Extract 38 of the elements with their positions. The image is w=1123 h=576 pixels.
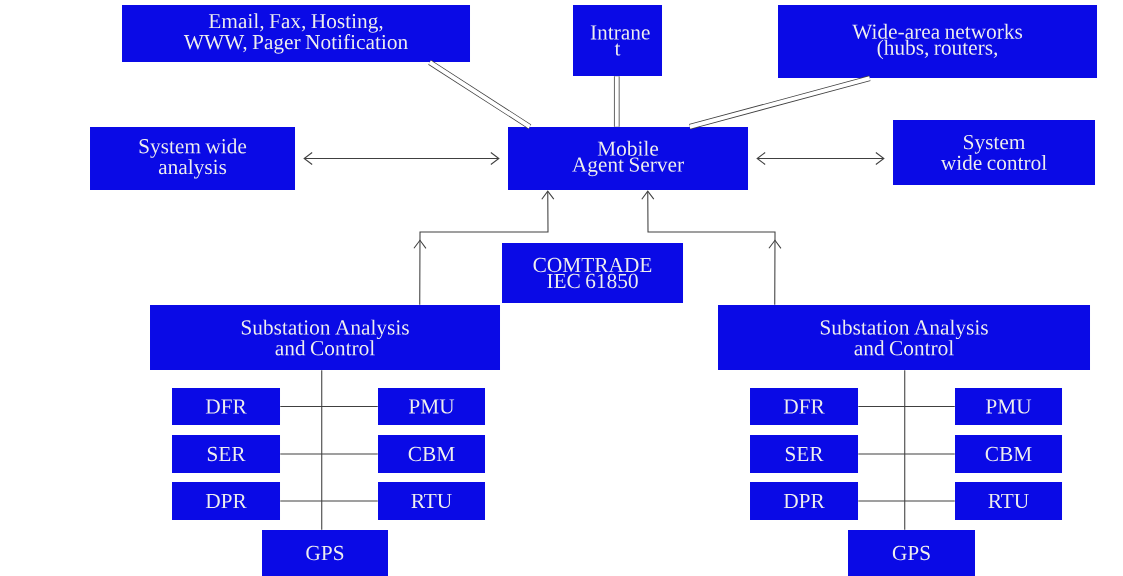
process-box: System wide control: [893, 120, 1095, 185]
process-box: Substation Analysis and Control: [150, 305, 500, 370]
connector-line: [857, 405, 956, 408]
device-box: SER: [750, 435, 858, 473]
device-box: DPR: [750, 482, 858, 520]
process-box: Email, Fax, Hosting, WWW, Pager Notification: [122, 5, 470, 62]
device-box: DFR: [172, 388, 280, 425]
process-box: Intrane t: [573, 5, 662, 76]
device-box: GPS: [262, 530, 388, 576]
arrow: [303, 151, 500, 166]
device-box: CBM: [378, 435, 485, 473]
device-box: DPR: [172, 482, 280, 520]
arrow: [756, 151, 885, 166]
connector-line: [279, 500, 379, 502]
arrow: [413, 190, 555, 306]
device-box: PMU: [378, 388, 485, 425]
device-box: DFR: [750, 388, 858, 425]
device-box: GPS: [848, 530, 975, 576]
connector-line: [904, 369, 906, 531]
process-box: System wide analysis: [90, 127, 295, 190]
connector-line: [857, 500, 956, 502]
device-box: CBM: [955, 435, 1062, 473]
device-box: SER: [172, 435, 280, 473]
device-box: PMU: [955, 388, 1062, 425]
double-line: [689, 75, 871, 130]
process-box: COMTRADE IEC 61850: [502, 243, 683, 303]
device-box: RTU: [378, 482, 485, 520]
connector-line: [279, 453, 379, 455]
connector-line: [857, 453, 956, 455]
connector-line: [279, 405, 379, 408]
process-box: Wide-area networks (hubs, routers,: [778, 5, 1097, 78]
connector-line: [321, 369, 323, 531]
process-box: Mobile Agent Server: [508, 127, 748, 190]
device-box: RTU: [955, 482, 1062, 520]
double-line: [613, 76, 620, 127]
process-box: Substation Analysis and Control: [718, 305, 1090, 370]
arrow: [641, 190, 782, 306]
double-line: [428, 59, 532, 130]
